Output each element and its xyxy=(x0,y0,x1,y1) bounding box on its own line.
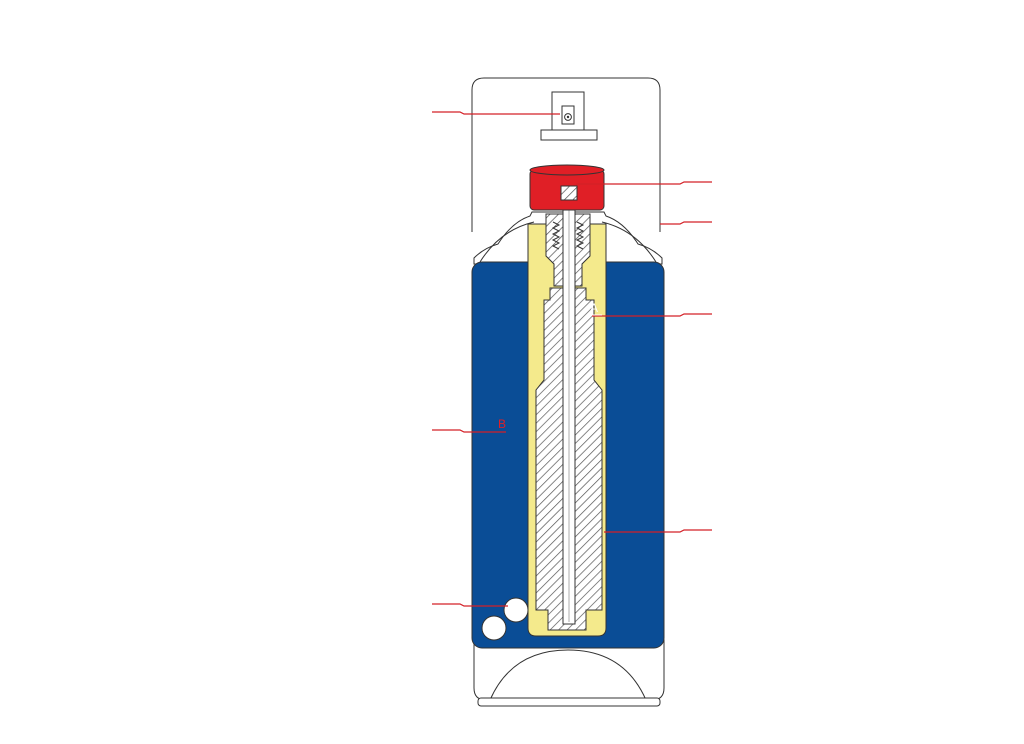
label-a: A xyxy=(590,301,598,315)
label-b: B xyxy=(498,417,506,431)
valve-springs xyxy=(551,221,585,250)
leader-mixing-balls xyxy=(432,603,508,607)
mixing-ball-icon xyxy=(503,597,529,623)
mixing-ball-icon-2 xyxy=(481,615,507,641)
protective-cap-outline xyxy=(471,77,661,232)
spray-nozzle-icon xyxy=(540,91,598,141)
cap-stem-opening xyxy=(560,185,578,201)
actuator-cap-top xyxy=(529,164,605,176)
leader-protective-cap xyxy=(660,221,712,225)
leader-actuator-cap xyxy=(576,181,712,185)
can-base-rim xyxy=(477,697,661,707)
leader-lines-right xyxy=(576,181,712,533)
can-bottom-dome xyxy=(489,649,647,701)
can-bottom xyxy=(473,639,665,701)
leader-lines-left xyxy=(432,111,560,607)
leader-inner-container xyxy=(592,313,712,317)
leader-piston xyxy=(604,529,712,533)
leader-nozzle xyxy=(432,111,560,115)
leader-outer-liquid xyxy=(432,429,506,433)
